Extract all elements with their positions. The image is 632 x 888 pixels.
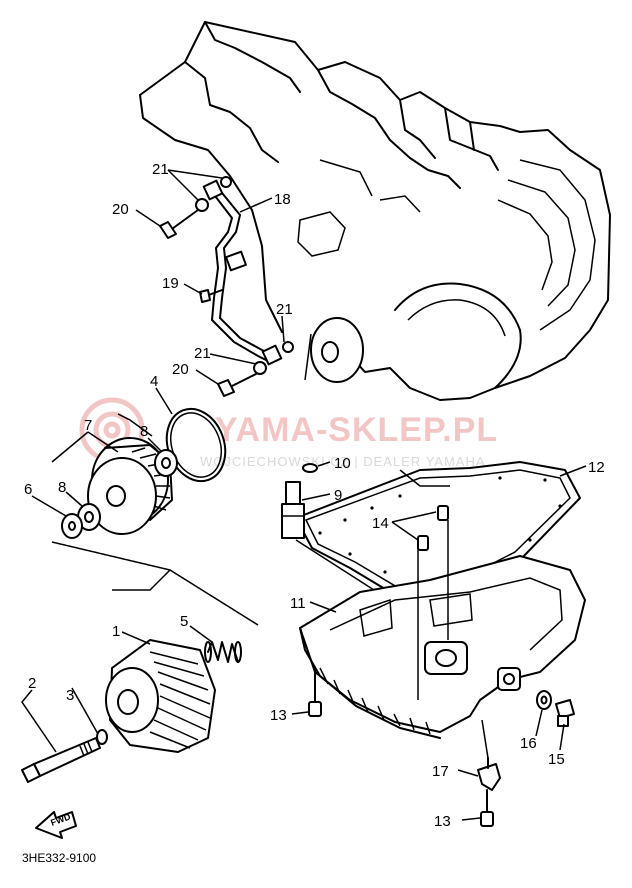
filter-cover-bolt: [21, 737, 101, 783]
label-part-10: 10: [334, 455, 351, 472]
label-part-17: 17: [432, 763, 449, 780]
label-part-20-lower: 20: [172, 361, 189, 378]
callout-lines: [21, 169, 587, 821]
label-part-11: 11: [290, 595, 306, 612]
bolt-19: [199, 289, 223, 303]
o-ring-10: [302, 463, 318, 473]
label-part-12: 12: [588, 459, 605, 476]
label-part-21-top: 21: [152, 161, 169, 178]
label-part-15: 15: [548, 751, 565, 768]
relief-spring: [204, 641, 242, 663]
pan-bolt-13-upper: [308, 667, 322, 717]
label-part-2: 2: [28, 675, 36, 692]
diagram-code: 3HE332-9100: [22, 851, 96, 865]
oil-pipe: [281, 481, 305, 539]
label-part-3: 3: [66, 687, 74, 704]
label-part-21-bottom: 21: [194, 345, 211, 362]
oil-filter-cover: [105, 639, 216, 753]
label-part-13-upper: 13: [270, 707, 287, 724]
label-part-18: 18: [274, 191, 291, 208]
label-part-19: 19: [162, 275, 179, 292]
drain-plug: [555, 699, 575, 727]
washer-6: [61, 513, 83, 539]
label-part-9: 9: [334, 487, 342, 504]
forward-arrow-icon: FWD: [35, 811, 77, 839]
watermark: YAMA-SKLEP.PL WOJCIECHOWSKI.CZ | DEALER …: [79, 397, 498, 469]
part-labels: 1 2 3 4 5 6 7 8 8 9 10 11 12 13 13 14 15…: [24, 161, 605, 830]
union-bolt-top: [159, 176, 232, 239]
watermark-dealer: WOJCIECHOWSKI.CZ | DEALER YAMAHA: [200, 454, 486, 469]
label-part-20-upper: 20: [112, 201, 129, 218]
label-part-13-lower: 13: [434, 813, 451, 830]
dowel-pins: [417, 505, 449, 551]
label-part-6: 6: [24, 481, 32, 498]
label-part-8-right: 8: [140, 423, 148, 440]
oil-pan: [299, 555, 586, 739]
oil-level-bracket: [477, 757, 501, 791]
pan-bolt-13-lower: [480, 789, 494, 827]
watermark-brand: YAMA-SKLEP.PL: [215, 411, 498, 449]
label-part-21-mid: 21: [276, 301, 293, 318]
union-bolt-bottom: [217, 341, 294, 397]
cover-bolt-o-ring: [96, 729, 108, 745]
label-part-1: 1: [112, 623, 120, 640]
filter-mount-flange: [304, 317, 364, 383]
label-part-4: 4: [150, 373, 158, 390]
label-part-14: 14: [372, 515, 389, 532]
label-part-8-left: 8: [58, 479, 66, 496]
washer-8-right: [154, 449, 178, 477]
label-part-7: 7: [84, 417, 92, 434]
label-part-5: 5: [180, 613, 188, 630]
oil-delivery-pipe: [202, 179, 283, 366]
engine-block: [139, 21, 611, 401]
drain-plug-gasket: [536, 690, 552, 710]
label-part-16: 16: [520, 735, 537, 752]
oil-filter-element: [87, 437, 173, 535]
